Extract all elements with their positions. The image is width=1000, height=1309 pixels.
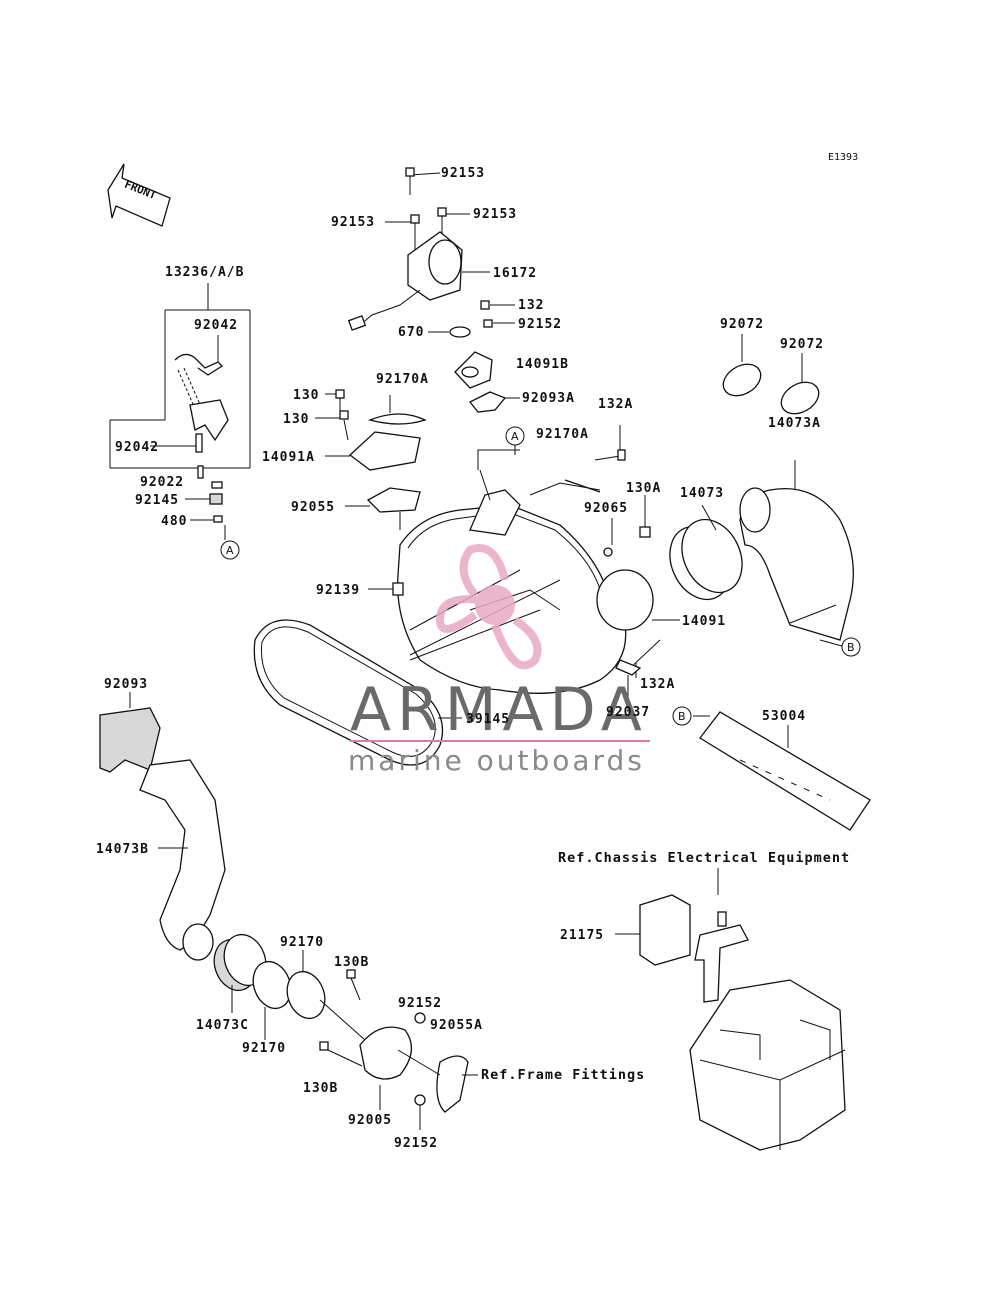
svg-text:B: B [678, 710, 686, 723]
callout-a-1: A [220, 540, 240, 560]
label-92072-left: 92072 [720, 317, 764, 332]
label-92170-bottom: 92170 [242, 1041, 286, 1056]
label-92072-right: 92072 [780, 337, 824, 352]
label-92170A-mid: 92170A [536, 427, 589, 442]
label-92145: 92145 [135, 493, 179, 508]
callout-b-1: B [841, 637, 861, 657]
label-14073A: 14073A [768, 416, 821, 431]
label-132A-bottom: 132A [640, 677, 675, 692]
watermark-tagline: marine outboards [348, 744, 645, 777]
label-92153-top: 92153 [441, 166, 485, 181]
label-92152-top: 92152 [518, 317, 562, 332]
duct-boot-14073C [213, 933, 326, 1040]
label-92042-top: 92042 [194, 318, 238, 333]
label-14073C: 14073C [196, 1018, 249, 1033]
label-130A: 130A [626, 481, 661, 496]
diagram-code: E1393 [828, 152, 858, 163]
label-92170-top: 92170 [280, 935, 324, 950]
watermark-brand: ARMADA [350, 675, 648, 745]
lever-assembly-13236 [109, 283, 251, 540]
ref-frame-fittings: Ref.Frame Fittings [481, 1067, 645, 1083]
label-92153-right: 92153 [473, 207, 517, 222]
label-14073: 14073 [680, 486, 724, 501]
label-14091B: 14091B [516, 357, 569, 372]
label-14091A: 14091A [262, 450, 315, 465]
label-92065: 92065 [584, 501, 628, 516]
label-130-b: 130 [283, 412, 309, 427]
label-480: 480 [161, 514, 187, 529]
strip-53004 [693, 711, 871, 831]
svg-text:A: A [511, 430, 519, 443]
actuator-assembly-16172 [347, 167, 520, 413]
label-92055A: 92055A [430, 1018, 483, 1033]
cover-92005 [319, 969, 478, 1130]
label-92093A: 92093A [522, 391, 575, 406]
label-92022: 92022 [140, 475, 184, 490]
callout-b-2: B [672, 706, 692, 726]
label-16172: 16172 [493, 266, 537, 281]
label-92093: 92093 [104, 677, 148, 692]
label-14073B: 14073B [96, 842, 149, 857]
label-13236: 13236/A/B [165, 265, 244, 280]
ref-chassis-electrical: Ref.Chassis Electrical Equipment [558, 850, 850, 866]
front-arrow-icon: FRONT [107, 163, 171, 227]
battery-box [615, 868, 846, 1151]
clamps-92072 [722, 334, 820, 415]
label-132: 132 [518, 298, 544, 313]
label-14091: 14091 [682, 614, 726, 629]
cover-14091A [315, 389, 427, 530]
watermark-logo [435, 544, 542, 670]
label-92037: 92037 [606, 705, 650, 720]
label-92152-mid: 92152 [398, 996, 442, 1011]
label-130B-bottom: 130B [303, 1081, 338, 1096]
label-132A-top: 132A [598, 397, 633, 412]
svg-text:A: A [226, 544, 234, 557]
label-39145: 39145 [466, 712, 510, 727]
duct-14073B [139, 759, 226, 961]
label-92153-left: 92153 [331, 215, 375, 230]
label-130-a: 130 [293, 388, 319, 403]
label-92139: 92139 [316, 583, 360, 598]
label-670: 670 [398, 325, 424, 340]
callout-a-2: A [505, 426, 525, 446]
label-92055: 92055 [291, 500, 335, 515]
label-92005: 92005 [348, 1113, 392, 1128]
label-21175: 21175 [560, 928, 604, 943]
duct-elbow-14073A [739, 460, 854, 647]
label-92042-bottom: 92042 [115, 440, 159, 455]
label-130B-top: 130B [334, 955, 369, 970]
label-92170A-top: 92170A [376, 372, 429, 387]
label-92152-bottom: 92152 [394, 1136, 438, 1151]
label-53004: 53004 [762, 709, 806, 724]
svg-text:B: B [847, 641, 855, 654]
seal-92093 [99, 692, 161, 773]
duct-14073 [669, 504, 743, 601]
